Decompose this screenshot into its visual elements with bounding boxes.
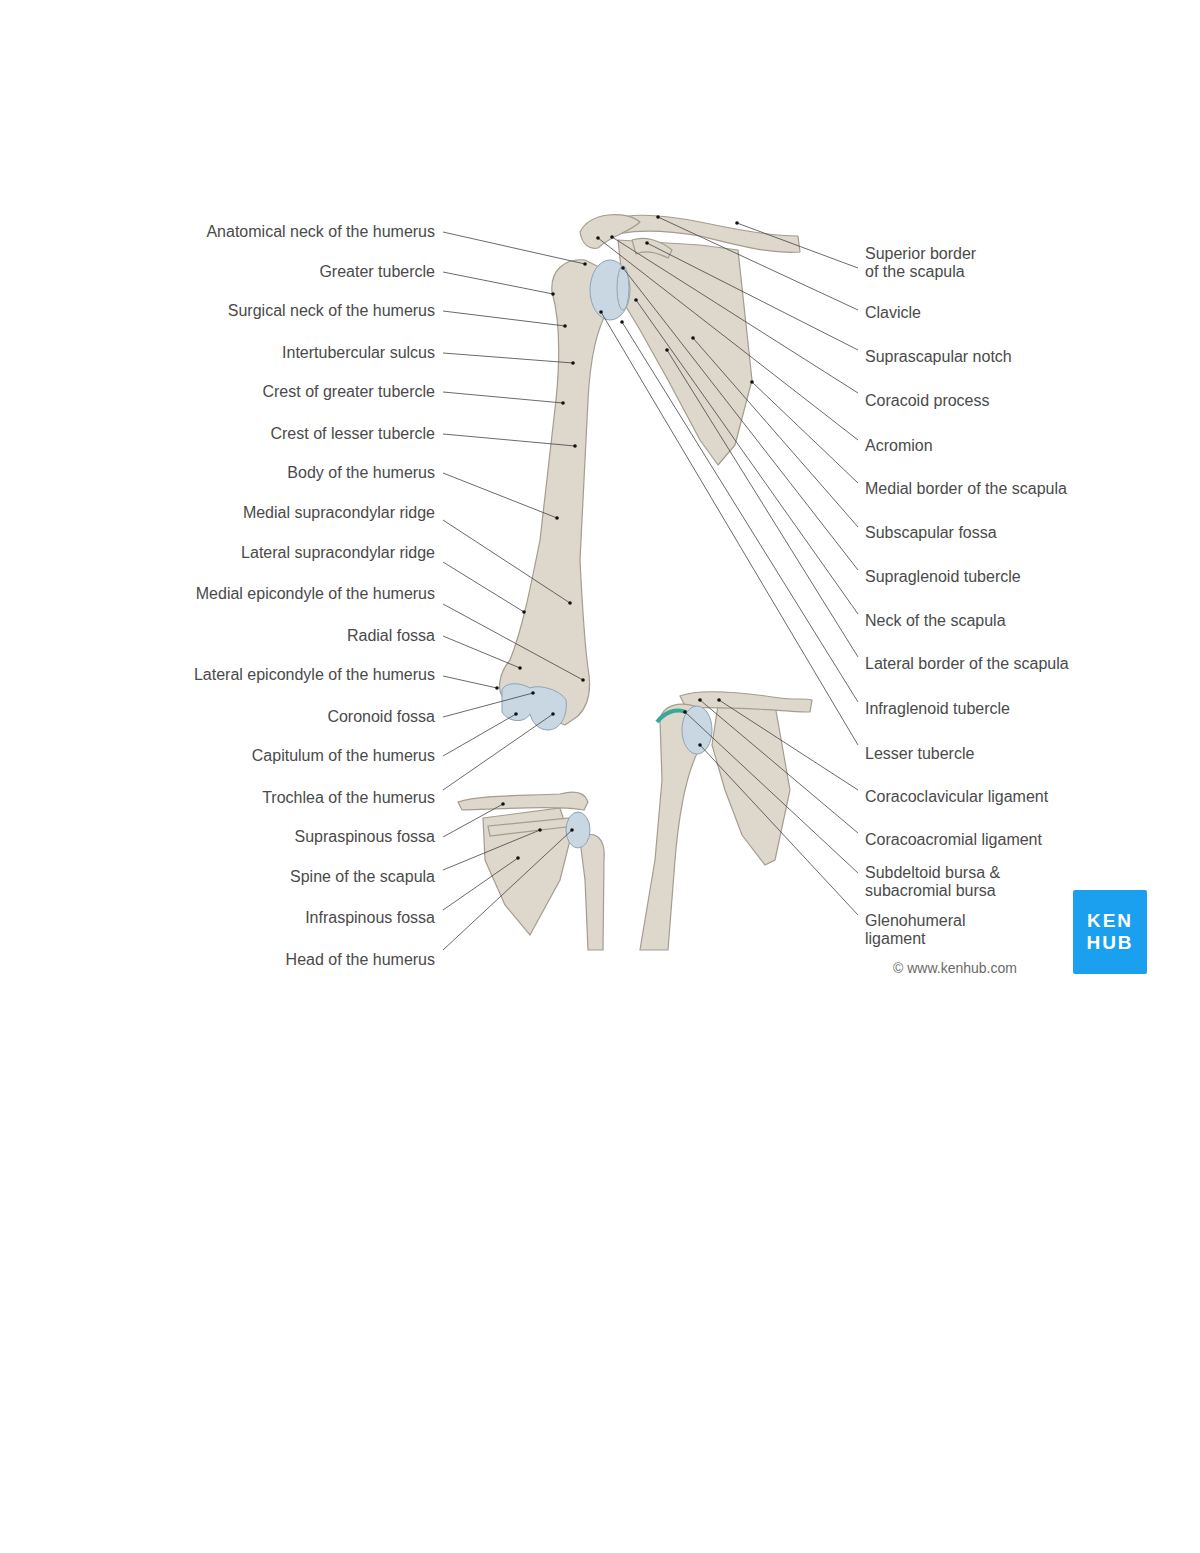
part-label: Greater tubercle [319, 263, 435, 281]
part-label: Coracoid process [865, 392, 990, 410]
part-label: Acromion [865, 437, 933, 455]
part-label: Crest of lesser tubercle [270, 425, 435, 443]
part-label: Subscapular fossa [865, 524, 997, 542]
part-label: Coracoclavicular ligament [865, 788, 1048, 806]
part-label: Supraglenoid tubercle [865, 568, 1021, 586]
part-label: Clavicle [865, 304, 921, 322]
part-label: Spine of the scapula [290, 868, 435, 886]
part-label: Superior border of the scapula [865, 245, 993, 281]
part-label: Lateral supracondylar ridge [241, 544, 435, 562]
part-label: Head of the humerus [286, 951, 435, 969]
copyright-text: © www.kenhub.com [893, 959, 1017, 977]
part-label: Medial border of the scapula [865, 480, 1067, 498]
part-label: Surgical neck of the humerus [228, 302, 435, 320]
part-label: Intertubercular sulcus [282, 344, 435, 362]
part-label: Medial epicondyle of the humerus [196, 585, 435, 603]
logo-box: KEN HUB [1073, 890, 1147, 974]
part-label: Medial supracondylar ridge [243, 504, 435, 522]
part-label: Capitulum of the humerus [252, 747, 435, 765]
part-label: Supraspinous fossa [294, 828, 435, 846]
part-label: Coronoid fossa [327, 708, 435, 726]
part-label: Body of the humerus [287, 464, 435, 482]
part-label: Anatomical neck of the humerus [206, 223, 435, 241]
part-label: Glenohumeral ligament [865, 912, 977, 948]
part-label: Crest of greater tubercle [262, 383, 435, 401]
part-label: Lateral epicondyle of the humerus [194, 666, 435, 684]
part-label: Trochlea of the humerus [262, 789, 435, 807]
part-label: Infraglenoid tubercle [865, 700, 1010, 718]
part-label: Radial fossa [347, 627, 435, 645]
part-label: Infraspinous fossa [305, 909, 435, 927]
part-label: Subdeltoid bursa & subacromial bursa [865, 864, 1040, 900]
part-label: Lateral border of the scapula [865, 655, 1069, 673]
part-label: Suprascapular notch [865, 348, 1012, 366]
part-label: Lesser tubercle [865, 745, 974, 763]
part-label: Coracoacromial ligament [865, 831, 1042, 849]
logo-text: KEN HUB [1084, 910, 1136, 954]
part-label: Neck of the scapula [865, 612, 1006, 630]
